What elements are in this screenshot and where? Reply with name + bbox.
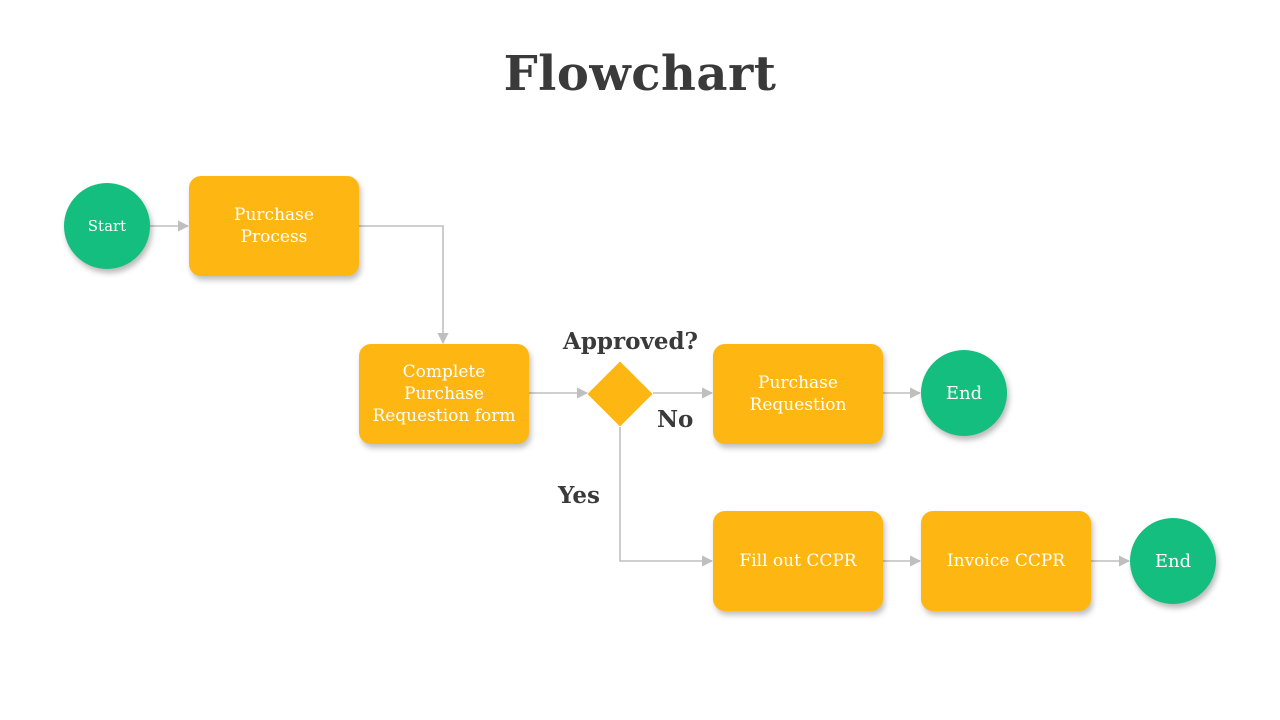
start-node: Start (64, 183, 150, 269)
end-node-no: End (921, 350, 1007, 436)
decision-diamond (587, 361, 653, 427)
edge-label-yes: Yes (558, 482, 601, 509)
complete-form-label: Complete Purchase Requestion form (372, 362, 516, 426)
start-node-label: Start (87, 217, 127, 235)
end-node-yes: End (1130, 518, 1216, 604)
decision-label: Approved? (563, 328, 699, 355)
complete-form-node: Complete Purchase Requestion form (359, 344, 529, 444)
end-node-no-label: End (945, 382, 983, 404)
fill-out-label: Fill out CCPR (739, 551, 857, 571)
page-title: Flowchart (503, 46, 777, 102)
purchase-requestion-node: Purchase Requestion (713, 344, 883, 444)
purchase-process-label: Purchase Process (234, 205, 314, 247)
invoice-label: Invoice CCPR (946, 551, 1066, 571)
connector-process-to-form (359, 225, 449, 345)
invoice-node: Invoice CCPR (921, 511, 1091, 611)
purchase-process-node: Purchase Process (189, 176, 359, 276)
edge-label-no: No (657, 406, 694, 433)
end-node-yes-label: End (1154, 550, 1192, 572)
fill-out-node: Fill out CCPR (713, 511, 883, 611)
purchase-requestion-label: Purchase Requestion (749, 373, 847, 415)
connector-decision-to-fillout (619, 427, 714, 567)
